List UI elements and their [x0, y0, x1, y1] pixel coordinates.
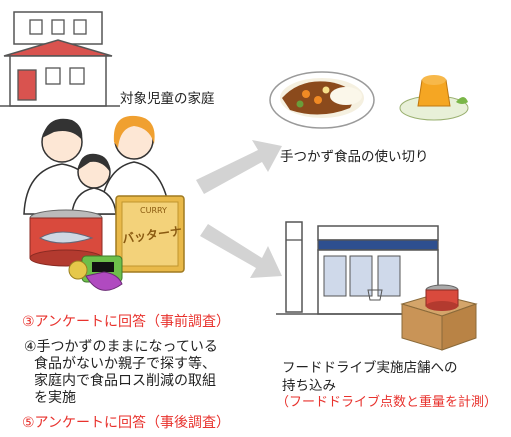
donation-box-icon: [400, 284, 478, 351]
step-4-line4: を実施: [34, 390, 76, 406]
curry-plate-icon: [269, 71, 375, 129]
snack-items-icon: [68, 255, 123, 291]
outcome-use-up-label: 手つかず食品の使い切り: [280, 149, 429, 165]
curry-pouch-icon: [115, 195, 185, 273]
product-sublabel: CURRY: [140, 206, 167, 215]
step-4-line2: 食品がないか親子で探す等、: [34, 356, 216, 372]
step-3-survey-before: ③アンケートに回答（事前調査）: [22, 314, 230, 330]
step-5-survey-after: ⑤アンケートに回答（事後調査）: [22, 415, 230, 431]
pudding-icon: [399, 75, 469, 121]
home-label: 対象児童の家庭: [120, 91, 215, 107]
outcome-store-line1: フードドライブ実施店舗への: [282, 360, 458, 376]
house-icon: [0, 11, 120, 107]
canned-fish-icon: [29, 209, 103, 267]
step-4-line3: 家庭内で食品ロス削減の取組: [34, 373, 216, 389]
step-4-line1: ④手つかずのままになっている: [24, 339, 218, 355]
arrow-up-right: [196, 140, 282, 194]
outcome-store-measure: （フードドライブ点数と重量を計測）: [276, 395, 498, 410]
outcome-store-line2: 持ち込み: [282, 378, 336, 394]
arrow-down-right: [200, 224, 282, 278]
